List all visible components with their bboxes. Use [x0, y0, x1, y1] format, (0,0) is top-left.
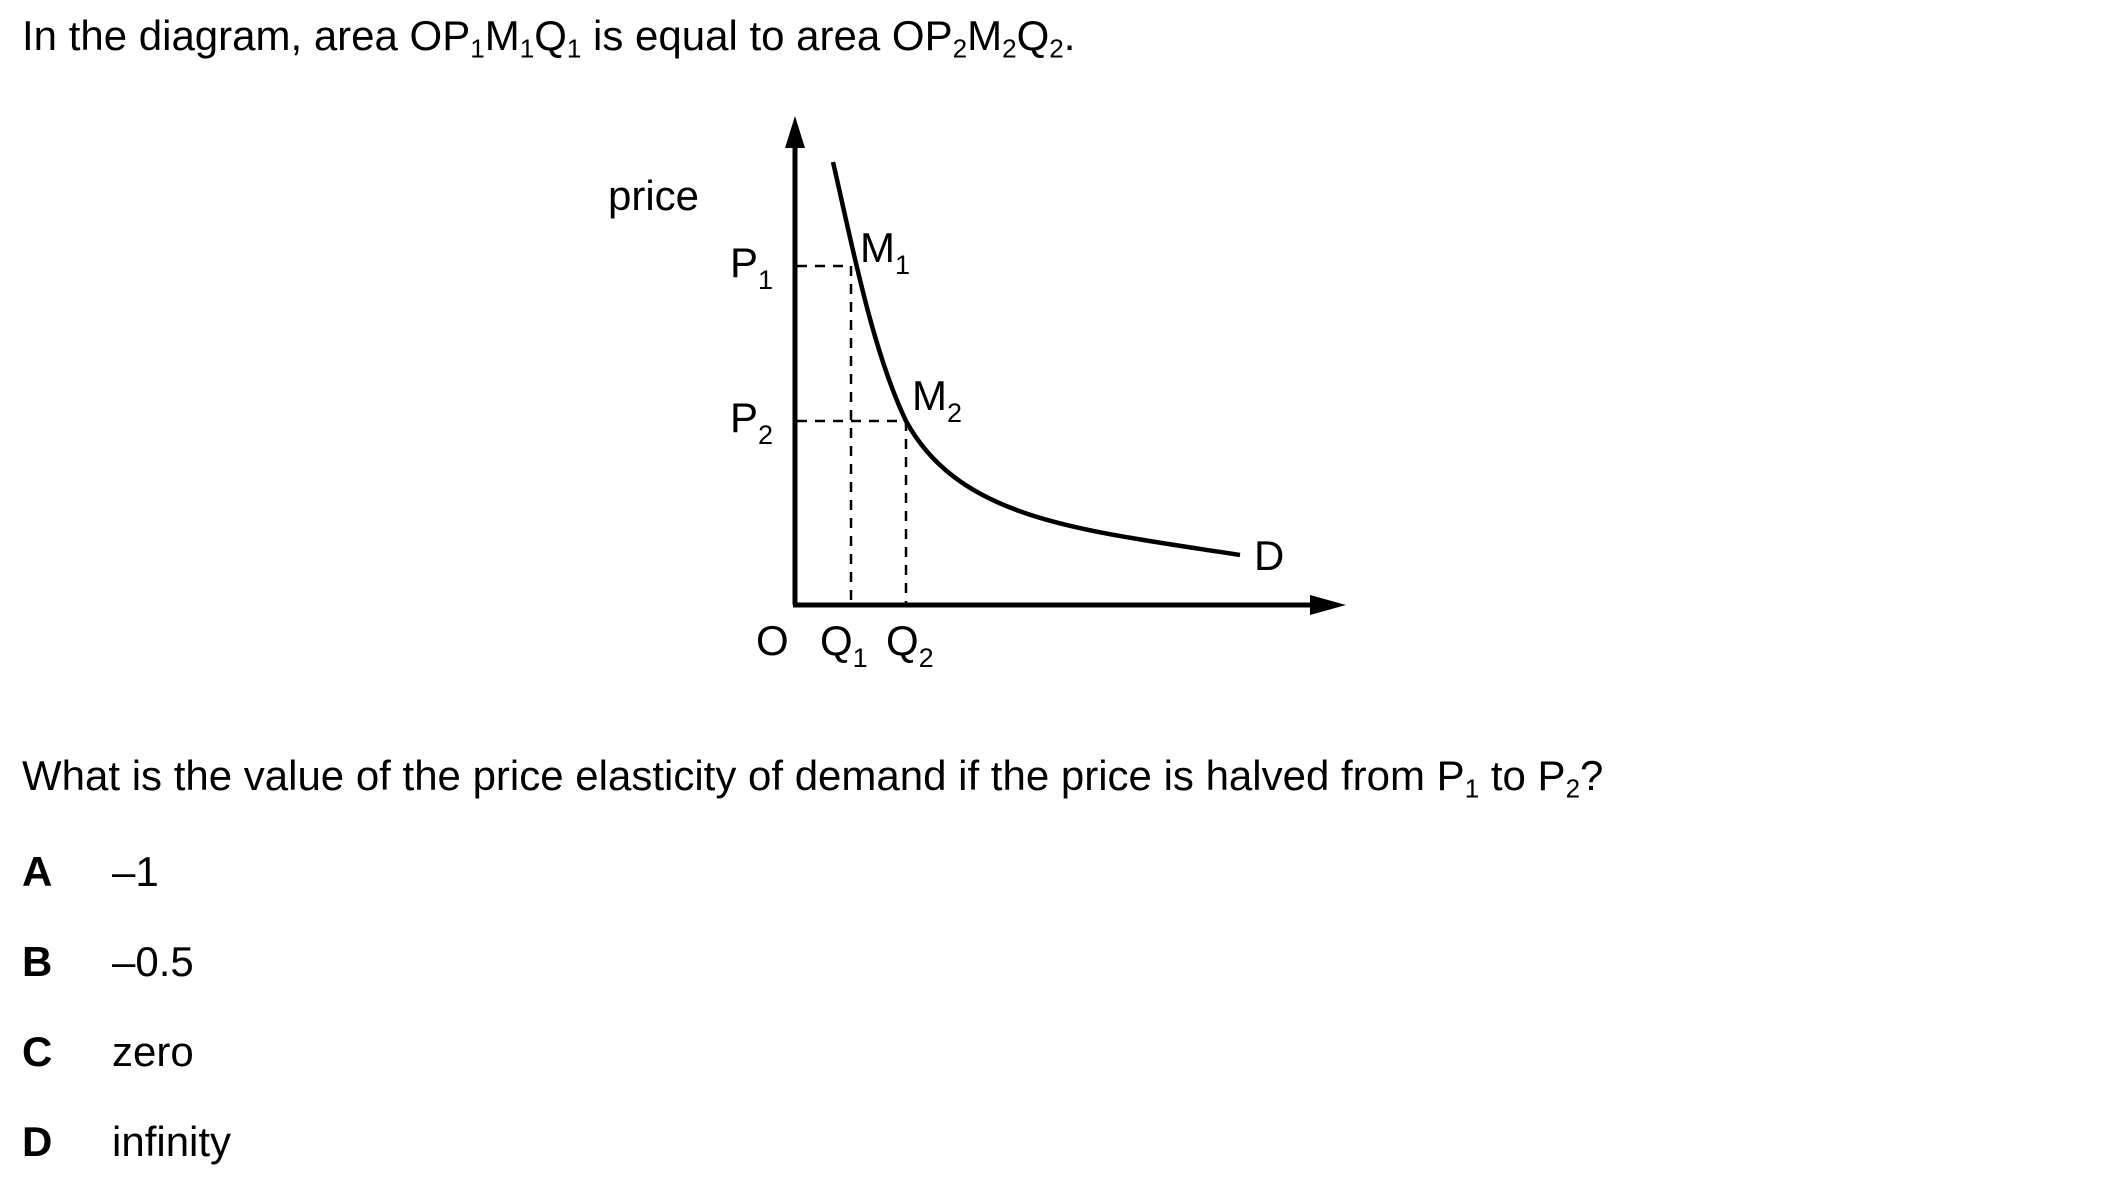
point-m1-label: M1 [860, 224, 910, 280]
prompt-p1-sub: 1 [1464, 773, 1480, 804]
quantity-q2-base: Q [886, 617, 919, 664]
prompt-p1: P [1436, 752, 1465, 799]
price-2-label: P2 [730, 394, 773, 450]
intro-q1-sub: 1 [566, 33, 582, 64]
intro-p2: P [924, 12, 953, 59]
quantity-q1-base: Q [820, 617, 853, 664]
demand-curve-diagram: price quantity O D P1 P2 M1 M2 Q1 Q2 [608, 116, 1360, 710]
option-b-letter: B [22, 938, 53, 985]
option-d-text: infinity [112, 1118, 232, 1165]
intro-q2: Q [1016, 12, 1050, 59]
point-m2-base: M [912, 372, 947, 419]
intro-m1: M [484, 12, 520, 59]
demand-curve [830, 161, 1241, 558]
point-m1-base: M [860, 224, 895, 271]
quantity-q2-label: Q2 [886, 617, 934, 673]
question-prompt: What is the value of the price elasticit… [22, 752, 1604, 804]
price-2-sub: 2 [758, 420, 773, 450]
option-a-text: –1 [112, 848, 159, 895]
intro-p1-sub: 1 [470, 33, 485, 64]
point-m2-sub: 2 [947, 398, 962, 428]
intro-m1-sub: 1 [519, 33, 535, 64]
price-1-label: P1 [730, 239, 773, 295]
intro-p1: P [442, 12, 471, 59]
y-axis-label: price [608, 172, 699, 219]
price-1-base: P [730, 239, 758, 286]
intro-text-middle: is equal to area O [581, 12, 925, 59]
option-c-letter: C [22, 1028, 53, 1075]
intro-m2-sub: 2 [1002, 33, 1017, 64]
prompt-text-before: What is the value of the price elasticit… [22, 752, 1437, 799]
x-axis-label: quantity [1303, 699, 1360, 710]
curve-label-d: D [1254, 532, 1284, 579]
price-1-sub: 1 [758, 265, 773, 295]
option-a-letter: A [22, 848, 53, 895]
prompt-p2: P [1537, 752, 1566, 799]
option-b-text: –0.5 [112, 938, 194, 985]
prompt-p2-sub: 2 [1565, 773, 1581, 804]
prompt-text-between: to [1479, 752, 1538, 799]
intro-text-end: . [1063, 12, 1076, 59]
quantity-q1-label: Q1 [820, 617, 868, 673]
intro-text-before: In the diagram, area O [22, 12, 443, 59]
option-d-letter: D [22, 1118, 53, 1165]
option-c-text: zero [112, 1028, 194, 1075]
origin-label: O [756, 617, 789, 664]
point-m2-label: M2 [912, 372, 962, 428]
price-2-base: P [730, 394, 758, 441]
answer-option-a[interactable]: A –1 [22, 848, 159, 896]
intro-p2-sub: 2 [952, 33, 968, 64]
point-m1-sub: 1 [895, 250, 910, 280]
prompt-text-end: ? [1580, 752, 1604, 799]
intro-q2-sub: 2 [1049, 33, 1064, 64]
quantity-q1-sub: 1 [853, 643, 868, 673]
y-axis-arrowhead [785, 116, 805, 148]
answer-option-b[interactable]: B –0.5 [22, 938, 194, 986]
intro-m2: M [967, 12, 1003, 59]
intro-statement: In the diagram, area OP1M1Q1 is equal to… [22, 12, 1076, 64]
x-axis-arrowhead [1310, 595, 1346, 615]
intro-q1: Q [534, 12, 567, 59]
quantity-q2-sub: 2 [919, 643, 934, 673]
